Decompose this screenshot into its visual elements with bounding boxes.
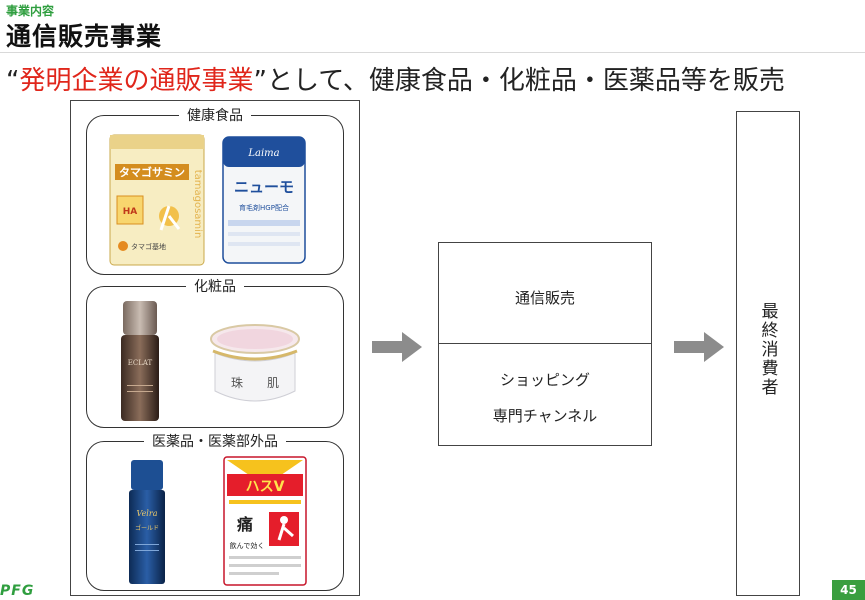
- nyumo-package-image: Laima ニューモ 育毛剤HGP配合: [222, 136, 306, 264]
- hasu-v-sub2-label: 飲んで効く: [230, 541, 265, 550]
- sales-channel-box: 通信販売 ショッピング 専門チャンネル: [438, 242, 652, 446]
- eclat-name-label: ECLAT: [128, 359, 153, 367]
- hasu-v-package-image: ハスV 痛 飲んで効く: [223, 456, 307, 586]
- subtitle-open-quote: “: [6, 66, 20, 96]
- tamahada-jar-image: 珠 肌: [210, 324, 300, 402]
- page-title: 通信販売事業: [6, 22, 163, 51]
- page-number: 45: [832, 580, 865, 600]
- product-group-cosmetics: 化粧品 ECLAT: [86, 276, 344, 428]
- subtitle-highlight: 発明企業の通販事業: [19, 66, 254, 96]
- flow-arrow-icon: [674, 332, 724, 362]
- nyumo-name-label: ニューモ: [234, 178, 294, 196]
- tamahada-name-left-label: 珠: [231, 376, 243, 390]
- slide-subtitle: “発明企業の通販事業”として、健康食品・化粧品・医薬品等を販売: [6, 60, 785, 97]
- tamagosamin-package-image: タマゴサミン tamagosamin HA タマゴ基地: [109, 134, 205, 266]
- velra-sub-label: ゴールド: [135, 524, 159, 532]
- tamagosamin-side-label: tamagosamin: [192, 170, 203, 239]
- title-divider: [0, 52, 865, 53]
- section-label: 事業内容: [6, 4, 55, 18]
- tamagosamin-name-label: タマゴサミン: [119, 165, 185, 179]
- nyumo-brand-label: Laima: [247, 148, 279, 159]
- flow-arrow-icon: [372, 332, 422, 362]
- velra-name-label: Velra: [137, 509, 158, 518]
- subtitle-rest: として、健康食品・化粧品・医薬品等を販売: [266, 66, 785, 96]
- group-title-health-food: 健康食品: [179, 105, 251, 125]
- hasu-v-name-label: ハスV: [246, 479, 285, 495]
- channel-mail-order: 通信販売: [514, 289, 575, 307]
- hasu-v-sub-label: 痛: [236, 515, 253, 534]
- tamagosamin-maker-label: タマゴ基地: [131, 242, 166, 251]
- nyumo-sub-label: 育毛剤HGP配合: [239, 203, 289, 212]
- channel-shopping-line1: ショッピング: [499, 371, 590, 389]
- channel-shopping-line2: 専門チャンネル: [492, 407, 598, 425]
- product-group-health-food: 健康食品 タマゴサミン tamagosamin HA タマゴ基地 Laima ニ…: [86, 105, 344, 275]
- end-consumer-label: 最終消費者: [757, 302, 778, 397]
- tamagosamin-badge-label: HA: [123, 207, 138, 217]
- company-logo: PFG: [0, 583, 35, 599]
- velra-bottle-image: Velra ゴールド: [129, 460, 165, 584]
- product-group-pharma: 医薬品・医薬部外品 Velra ゴールド ハスV 痛: [86, 431, 344, 591]
- group-title-cosmetics: 化粧品: [186, 276, 244, 296]
- tamahada-name-right-label: 肌: [267, 376, 279, 390]
- subtitle-close-quote: ”: [253, 66, 267, 96]
- group-title-pharma: 医薬品・医薬部外品: [144, 431, 286, 451]
- channel-divider: [439, 343, 651, 344]
- end-consumer-box: 最終消費者: [736, 111, 800, 596]
- eclat-bottle-image: ECLAT: [121, 301, 159, 421]
- products-panel: 健康食品 タマゴサミン tamagosamin HA タマゴ基地 Laima ニ…: [70, 100, 360, 596]
